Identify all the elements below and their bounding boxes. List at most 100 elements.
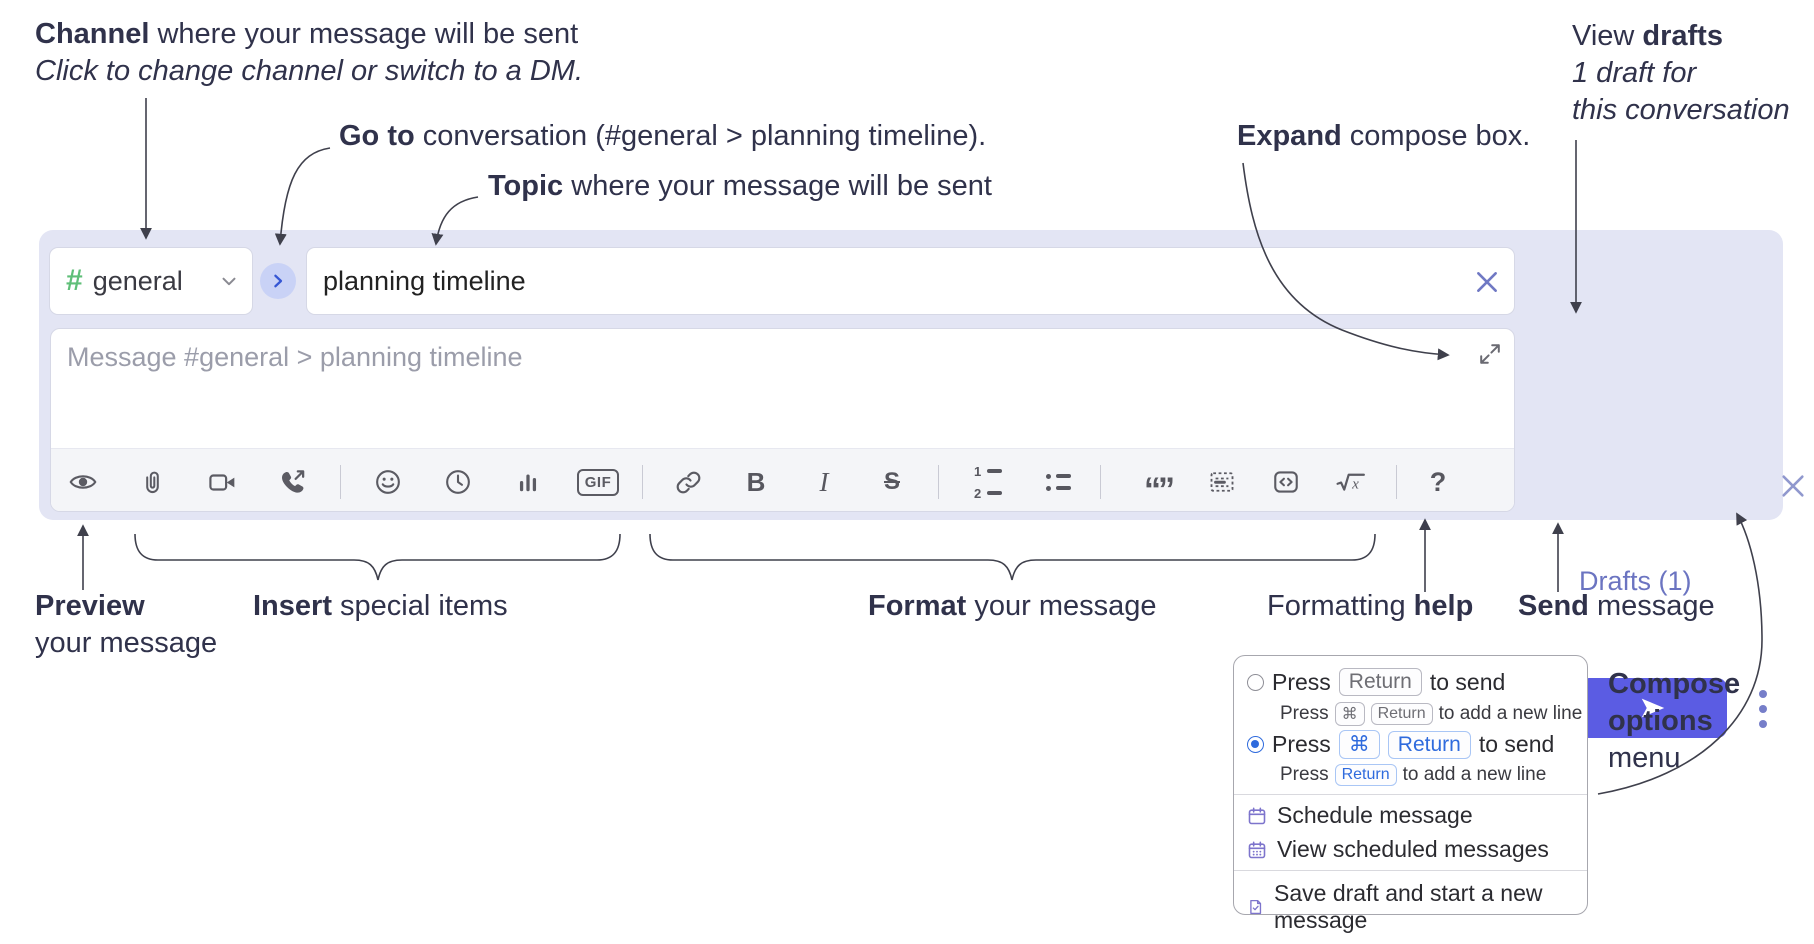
compose-box-panel: # general Drafts (1) [39, 230, 1804, 738]
video-camera-icon [208, 473, 234, 491]
bold-button[interactable]: B [741, 458, 771, 506]
quote-icon: “” [1144, 471, 1175, 509]
compose-toolbar [51, 448, 1514, 511]
bar-chart-icon [519, 474, 537, 492]
bulleted-list-icon [1045, 473, 1071, 491]
channel-selector[interactable]: # general [49, 247, 253, 315]
italic-icon: I [819, 466, 829, 497]
bold-icon: B [746, 466, 766, 497]
expand-compose-icon[interactable] [1478, 342, 1502, 366]
video-call-button[interactable] [207, 458, 237, 506]
strikethrough-button[interactable]: S [877, 458, 907, 506]
kebab-dot [1759, 690, 1767, 698]
topic-annotation: Topic where your message will be sent [488, 170, 992, 202]
kebab-dot [1759, 705, 1767, 713]
poll-button[interactable] [513, 458, 543, 506]
audio-call-button[interactable] [277, 458, 307, 506]
toolbar-divider [642, 465, 643, 499]
channel-name: general [92, 265, 183, 296]
strikethrough-icon: S [883, 468, 900, 495]
cmd-keycap: ⌘ [1334, 702, 1365, 726]
send-options-popup: Press Return to send Press ⌘ Return to a… [1233, 655, 1588, 933]
cmd-keycap: ⌘ [1338, 730, 1380, 759]
numbered-list-icon: 1 2 [974, 464, 1002, 501]
calendar-icon [1248, 807, 1266, 824]
code-button[interactable] [1271, 458, 1301, 506]
return-keycap: Return [1334, 764, 1397, 786]
close-compose-icon[interactable] [1779, 472, 1807, 500]
eye-icon [69, 475, 97, 489]
quote-button[interactable]: “” [1143, 458, 1175, 509]
cmd-enter-sends-sub: Press Return to add a new line [1280, 764, 1547, 786]
gif-icon: GIF [576, 468, 620, 496]
math-sqrt-icon: x [1336, 473, 1365, 492]
insert-annotation: Insert special items [253, 590, 508, 622]
topic-input-box [306, 247, 1515, 315]
message-textarea[interactable] [51, 329, 1514, 449]
view-scheduled-item[interactable]: View scheduled messages [1247, 836, 1549, 863]
compose-options-annotation: Compose options menu [1608, 668, 1741, 774]
goto-annotation: Go to conversation (#general > planning … [339, 120, 987, 152]
toolbar-divider [1396, 465, 1397, 499]
bulleted-list-button[interactable] [1043, 458, 1073, 506]
return-keycap: Return [1338, 668, 1422, 696]
schedule-message-item[interactable]: Schedule message [1247, 802, 1473, 829]
emoji-button[interactable] [373, 458, 403, 506]
toolbar-divider [1100, 465, 1101, 499]
clear-topic-icon[interactable] [1474, 269, 1500, 295]
draft-document-icon [1250, 899, 1262, 915]
math-button[interactable]: x [1333, 458, 1369, 506]
channel-annotation-sub: Click to change channel or switch to a D… [35, 55, 584, 87]
format-annotation: Format your message [868, 590, 1157, 622]
compose-options-button[interactable] [1751, 684, 1775, 734]
insert-brace [134, 533, 621, 581]
expand-annotation: Expand compose box. [1237, 120, 1531, 152]
gif-button[interactable]: GIF [575, 458, 621, 506]
channel-hash-icon: # [66, 264, 83, 297]
channel-annotation-bold: Channel [35, 18, 150, 50]
phone-outgoing-icon [281, 469, 304, 493]
formatting-help-button[interactable]: ? [1423, 458, 1453, 506]
toolbar-divider [340, 465, 341, 499]
save-draft-item[interactable]: Save draft and start a new message [1247, 880, 1587, 934]
link-icon [676, 471, 700, 493]
send-annotation: Send message [1518, 590, 1715, 622]
return-keycap: Return [1370, 703, 1433, 725]
svg-text:x: x [1351, 475, 1359, 492]
return-keycap: Return [1387, 730, 1471, 759]
calendar-dots-icon [1248, 841, 1266, 858]
numbered-list-button[interactable]: 1 2 [973, 458, 1003, 506]
channel-annotation: Channel where your message will be sent … [35, 16, 583, 90]
spoiler-icon [1210, 472, 1234, 492]
smiley-icon [376, 470, 400, 494]
paperclip-icon [145, 471, 159, 493]
chevron-down-icon [222, 277, 236, 286]
cmd-enter-sends-option[interactable]: Press ⌘ Return to send [1247, 730, 1554, 759]
chevron-right-icon [274, 274, 283, 288]
question-mark-icon: ? [1429, 466, 1447, 497]
popup-divider [1234, 870, 1587, 871]
popup-divider [1234, 794, 1587, 795]
radio-selected-icon[interactable] [1247, 736, 1264, 753]
code-icon [1274, 471, 1298, 493]
channel-annotation-rest: where your message will be sent [149, 18, 579, 50]
enter-sends-sub: Press ⌘ Return to add a new line [1280, 702, 1583, 726]
topic-input[interactable] [307, 248, 1514, 314]
radio-unselected-icon[interactable] [1247, 673, 1264, 691]
drafts-annotation: View drafts 1 draft for this conversatio… [1572, 20, 1790, 126]
enter-sends-option[interactable]: Press Return to send [1247, 668, 1505, 696]
clock-icon [446, 470, 470, 494]
message-box [50, 328, 1515, 512]
format-brace [649, 533, 1376, 581]
attach-file-button[interactable] [137, 458, 167, 506]
link-button[interactable] [673, 458, 703, 506]
toolbar-divider [938, 465, 939, 499]
preview-annotation: Preview your message [35, 590, 218, 659]
spoiler-button[interactable] [1207, 458, 1237, 506]
kebab-dot [1759, 720, 1767, 728]
preview-button[interactable] [68, 458, 98, 506]
schedule-time-button[interactable] [443, 458, 473, 506]
italic-button[interactable]: I [809, 458, 839, 506]
goto-conversation-button[interactable] [260, 263, 296, 299]
